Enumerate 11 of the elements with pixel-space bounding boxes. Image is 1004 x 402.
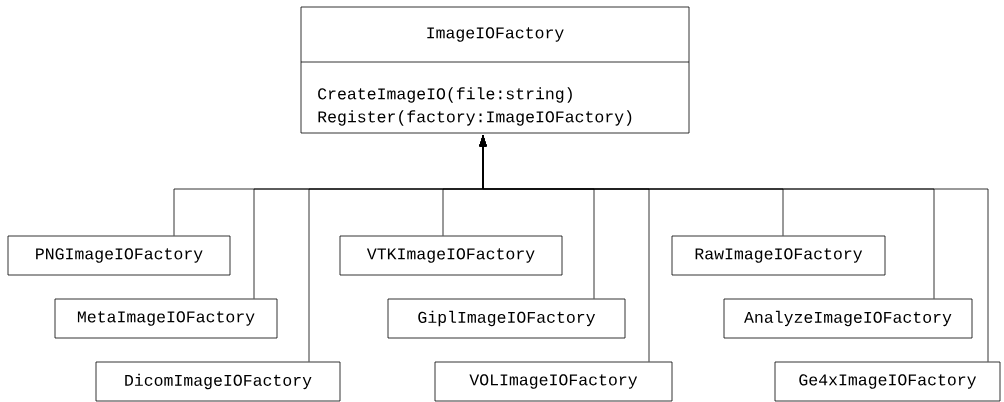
- class-box: GiplImageIOFactory: [387, 298, 626, 339]
- inheritance-arrow: [479, 135, 989, 362]
- class-box: PNGImageIOFactory: [7, 235, 231, 276]
- class-box: ImageIOFactory CreateImageIO(file:string) Register(factory:ImageIOFactory): [300, 6, 690, 134]
- class-box: Ge4xImageIOFactory: [774, 361, 1001, 402]
- class-box: RawImageIOFactory: [671, 235, 886, 276]
- class-box: VOLImageIOFactory: [434, 361, 673, 402]
- class-box: DicomImageIOFactory: [95, 361, 341, 402]
- class-box: AnalyzeImageIOFactory: [723, 298, 973, 339]
- class-box: MetaImageIOFactory: [54, 298, 278, 339]
- class-box: VTKImageIOFactory: [339, 235, 563, 276]
